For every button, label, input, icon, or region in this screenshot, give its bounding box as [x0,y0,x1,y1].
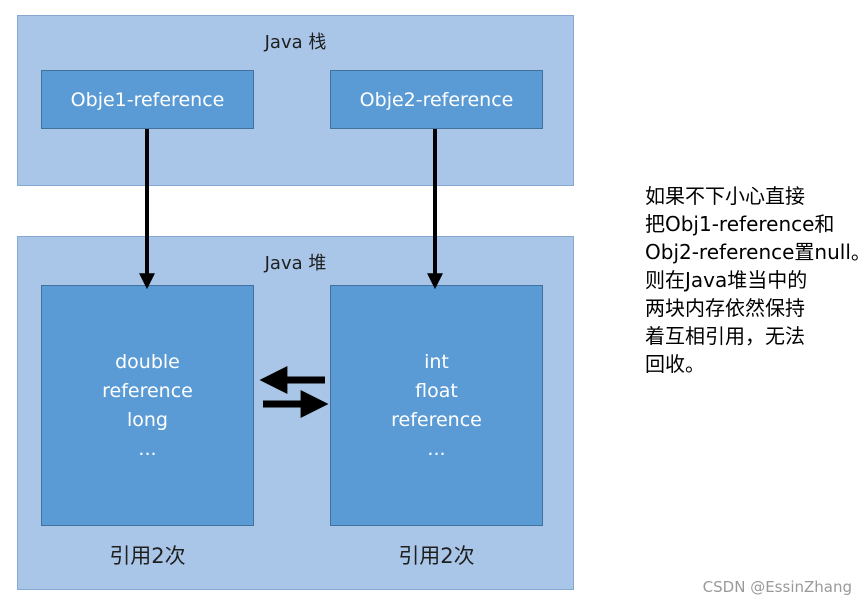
field-item: int [424,350,449,373]
note-line: 把Obj1-reference和 [645,212,835,236]
heap-object-2: int float reference ... [330,285,543,526]
obj2-reference-label: Obje2-reference [359,88,514,111]
watermark: CSDN @EssinZhang [702,578,852,596]
heap-object-2-fields: int float reference ... [391,348,482,464]
heap-object-1-ref-count: 引用2次 [109,544,186,568]
heap-object-2-ref-count: 引用2次 [398,544,475,568]
field-item: long [126,408,168,431]
note-line: 如果不下小心直接 [645,184,805,208]
field-item: reference [391,408,482,431]
obj2-reference-box: Obje2-reference [330,70,543,129]
note-line: 两块内存依然保持 [645,296,805,320]
field-item: double [115,350,180,373]
note-line: 则在Java堆当中的 [645,268,808,292]
field-item: float [415,379,458,402]
field-item: ... [427,437,446,460]
obj1-reference-label: Obje1-reference [70,88,225,111]
obj1-reference-box: Obje1-reference [41,70,254,129]
note-line: 回收。 [645,352,705,376]
heap-object-1-fields: double reference long ... [102,348,193,464]
java-heap-title: Java 堆 [264,253,327,274]
field-item: reference [102,379,193,402]
java-stack-title: Java 栈 [264,32,327,53]
field-item: ... [138,437,157,460]
heap-object-1: double reference long ... [41,285,254,526]
note-line: 着互相引用，无法 [645,324,805,348]
note-line: Obj2-reference置null。 [645,240,868,264]
side-note: 如果不下小心直接 把Obj1-reference和 Obj2-reference… [645,182,868,378]
